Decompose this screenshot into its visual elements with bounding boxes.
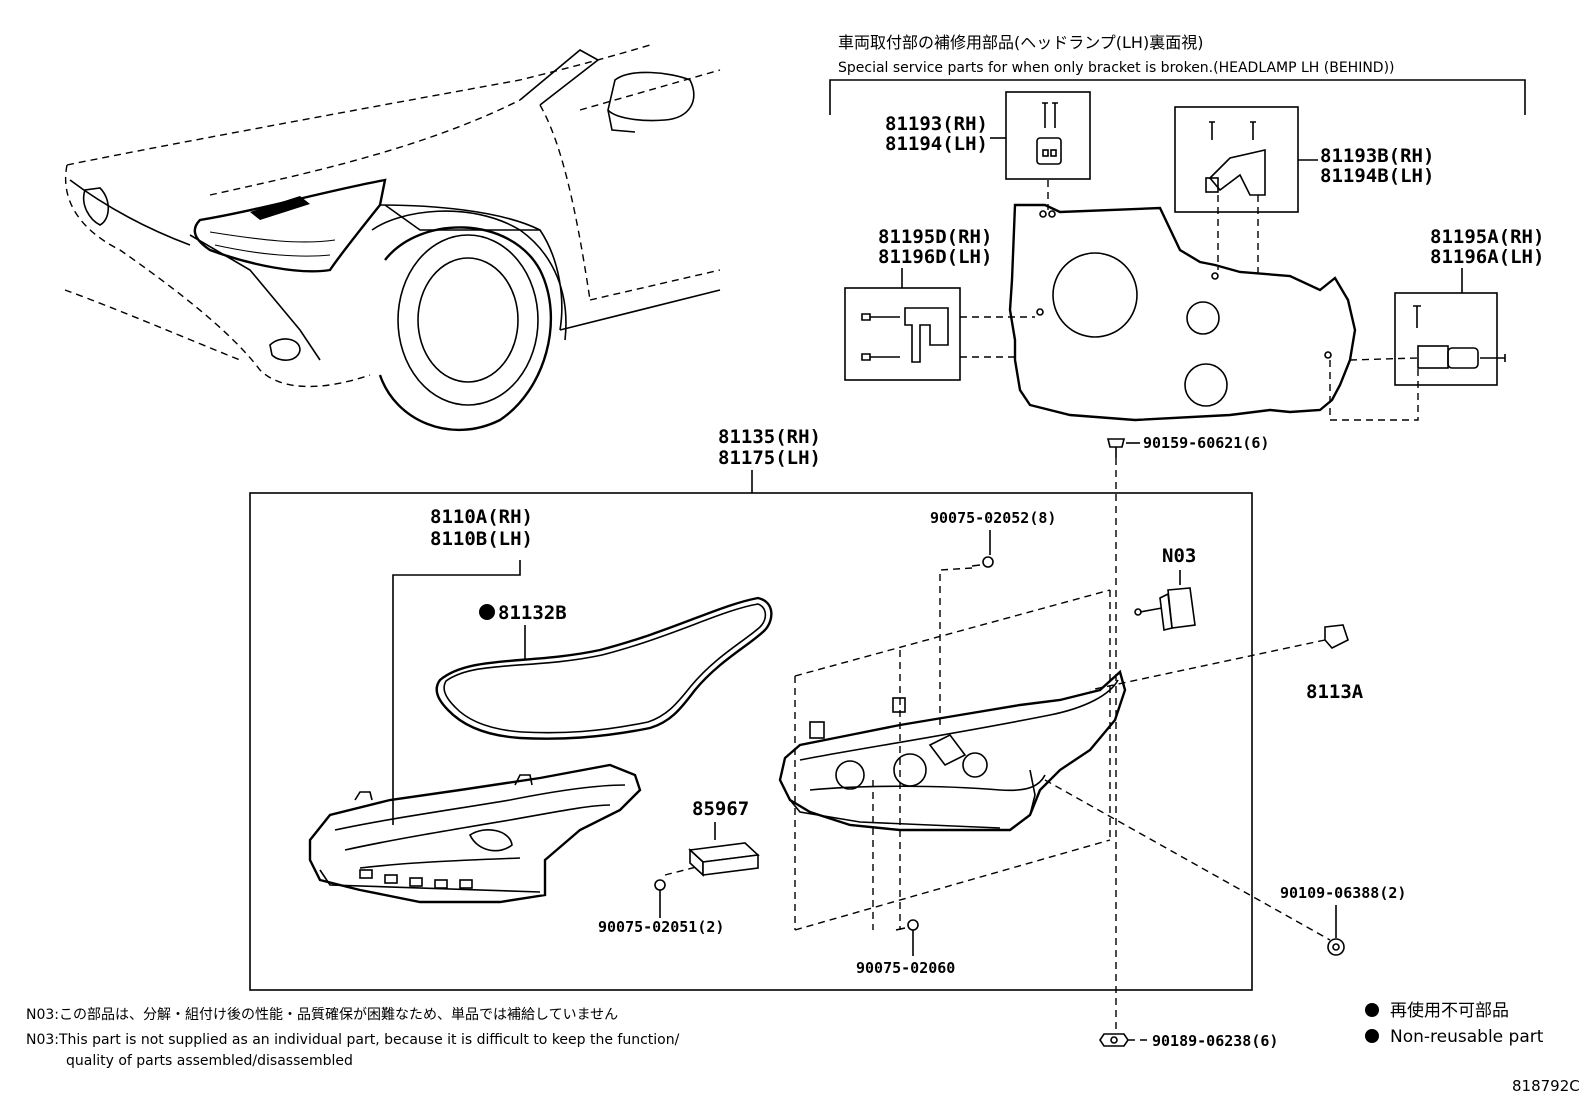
housing-port-small [1186, 301, 1220, 335]
part-90075-02051: 90075-02051(2) [598, 918, 724, 936]
assembly-outline-box [249, 492, 1253, 991]
note-en-line2: quality of parts assembled/disassembled [66, 1053, 353, 1069]
section-title-en: Special service parts for when only brac… [838, 60, 1395, 76]
part-90109: 90109-06388(2) [1280, 884, 1406, 902]
screw-90159-icon [1106, 438, 1126, 458]
part-81135-rh: 81135(RH) [718, 426, 821, 448]
legend-jp: 再使用不可部品 [1390, 1000, 1509, 1021]
part-81195D-rh: 81195D(RH) [878, 226, 992, 248]
part-85967: 85967 [692, 798, 749, 820]
headlamp-housing-assembly [778, 669, 1127, 832]
part-81175-lh: 81175(LH) [718, 447, 821, 469]
part-81132B: 81132B [498, 602, 567, 624]
screw-90075-02060-icon [895, 919, 919, 931]
part-81194-lh: 81194(LH) [885, 133, 988, 155]
nut-90189-icon [1099, 1033, 1129, 1047]
bracket-repair-section: 車両取付部の補修用部品(ヘッドランプ(LH)裏面視) Special servi… [829, 33, 1544, 458]
part-90075-02060: 90075-02060 [856, 959, 955, 977]
cap-8113A-icon [1324, 624, 1349, 649]
part-90159: 90159-60621(6) [1143, 434, 1269, 452]
nut-90109-icon [1327, 938, 1345, 956]
car-front-illustration [64, 44, 721, 431]
part-81193B-rh: 81193B(RH) [1320, 145, 1434, 167]
actuator-N03-icon [1134, 587, 1196, 631]
legend-bullet-2 [1365, 1029, 1379, 1043]
part-81194B-lh: 81194B(LH) [1320, 165, 1434, 187]
part-81196A-lh: 81196A(LH) [1430, 246, 1544, 268]
illustration-id: 818792C [1512, 1077, 1580, 1095]
bracket-81193B-icon [1205, 121, 1266, 196]
part-8113A: 8113A [1306, 681, 1364, 703]
part-81195D-box [844, 287, 961, 381]
legend: 再使用不可部品 Non-reusable part [1365, 1000, 1544, 1047]
part-81196D-lh: 81196D(LH) [878, 246, 992, 268]
part-81195A-rh: 81195A(RH) [1430, 226, 1544, 248]
part-8110B-lh: 8110B(LH) [430, 528, 533, 550]
part-81193B-box [1174, 106, 1299, 213]
gasket-81132B [435, 596, 773, 740]
legend-en: Non-reusable part [1390, 1027, 1544, 1047]
note-jp: N03:この部品は、分解・組付け後の性能・品質確保が困難なため、単品では補給して… [26, 1007, 618, 1023]
module-85967-icon [688, 842, 760, 877]
section-title-jp: 車両取付部の補修用部品(ヘッドランプ(LH)裏面視) [838, 33, 1203, 52]
housing-port-medium [1184, 363, 1228, 407]
note-en-line1: N03:This part is not supplied as an indi… [26, 1032, 680, 1048]
bracket-81193-icon [1036, 102, 1062, 165]
screw-90075-02052-icon [971, 556, 994, 568]
part-8110A-rh: 8110A(RH) [430, 506, 533, 528]
part-81195A-box [1394, 292, 1498, 386]
headlamp-housing-rear-view [1008, 203, 1357, 422]
part-N03: N03 [1162, 545, 1196, 567]
legend-bullet-1 [1365, 1003, 1379, 1017]
part-90189: 90189-06238(6) [1152, 1032, 1278, 1050]
bracket-81195A-icon [1413, 305, 1506, 369]
part-81193-box [1005, 91, 1091, 180]
part-81193-rh: 81193(RH) [885, 113, 988, 135]
screw-90075-02051-icon [654, 879, 666, 898]
non-reusable-mark-81132B [479, 604, 495, 620]
housing-port-large [1052, 252, 1138, 338]
notes-section: N03:この部品は、分解・組付け後の性能・品質確保が困難なため、単品では補給して… [26, 1007, 680, 1069]
headlamp-assembly-section: 81135(RH) 81175(LH) 8110A(RH) 8110B(LH) … [249, 426, 1364, 991]
part-90075-02052: 90075-02052(8) [930, 509, 1056, 527]
headlamp-lens-8110A [308, 763, 642, 904]
bracket-81195D-icon [861, 307, 949, 363]
